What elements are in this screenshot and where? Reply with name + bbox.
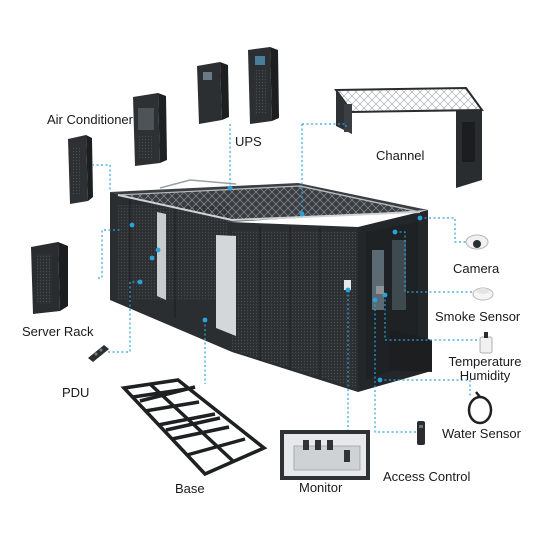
label-server-rack: Server Rack [22,324,94,339]
base-frame [120,378,268,477]
pdu-strip [88,345,109,362]
label-pdu: PDU [62,385,90,400]
label-access-control: Access Control [383,469,471,484]
label-air-conditioner: Air Conditioner [47,112,133,127]
temp-humidity-sensor-device [479,332,493,354]
smoke-sensor-device [472,287,494,301]
label-monitor: Monitor [299,480,343,495]
water-sensor-device [467,391,493,425]
label-base: Base [175,481,205,496]
server-rack-unit [31,242,68,314]
label-ups: UPS [235,134,262,149]
label-temperature: Temperature [448,354,522,369]
access-control-device [417,421,425,445]
air-conditioner-unit [133,93,167,166]
precision-ac-unit [68,135,93,204]
cable-tray [117,179,421,221]
label-channel: Channel [376,148,425,163]
monitor-display [280,430,370,480]
label-water-sensor: Water Sensor [442,426,521,441]
label-smoke-sensor: Smoke Sensor [435,309,521,324]
ups-unit [197,47,279,124]
label-camera: Camera [453,261,500,276]
leader-line-dots [129,185,423,383]
leader-lines [92,123,478,433]
camera-device [465,234,489,250]
label-humidity: Humidity [459,368,511,383]
channel-frame [334,86,484,188]
